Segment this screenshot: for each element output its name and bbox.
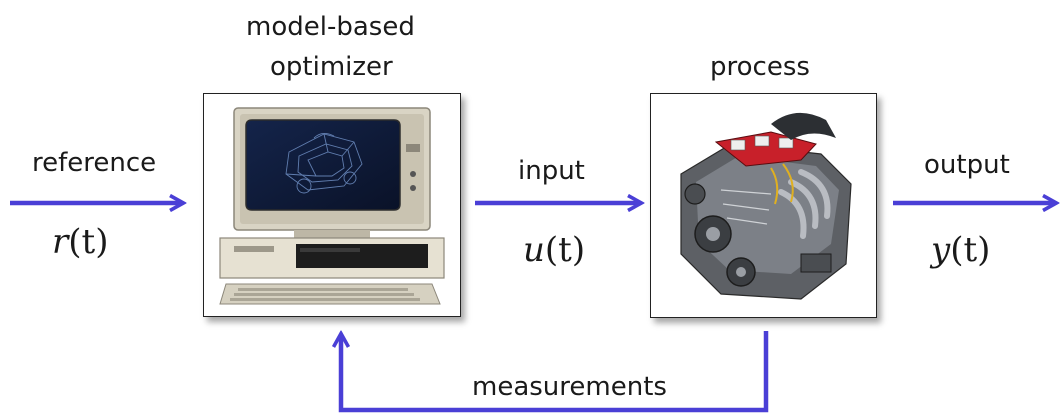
output-label: output <box>924 150 1010 180</box>
reference-symbol-base: r <box>52 222 69 262</box>
reference-symbol: r(t) <box>52 222 108 262</box>
vintage-computer-icon <box>219 107 445 305</box>
process-title: process <box>710 52 810 82</box>
reference-symbol-arg: (t) <box>68 222 109 262</box>
car-engine-icon <box>680 112 852 300</box>
output-symbol-arg: (t) <box>950 230 991 270</box>
optimizer-block <box>203 93 461 317</box>
optimizer-title-line2: optimizer <box>270 52 393 82</box>
input-symbol-base: u <box>523 230 545 270</box>
feedback-arrow <box>341 331 769 413</box>
optimizer-title-line1: model-based <box>246 12 415 42</box>
output-symbol: y(t) <box>931 230 990 270</box>
reference-label: reference <box>32 148 157 178</box>
input-symbol-arg: (t) <box>544 230 586 270</box>
process-block <box>650 93 877 318</box>
input-label: input <box>518 156 585 186</box>
measurements-label: measurements <box>472 372 667 402</box>
output-symbol-base: y <box>931 230 951 270</box>
input-symbol: u(t) <box>523 230 585 270</box>
